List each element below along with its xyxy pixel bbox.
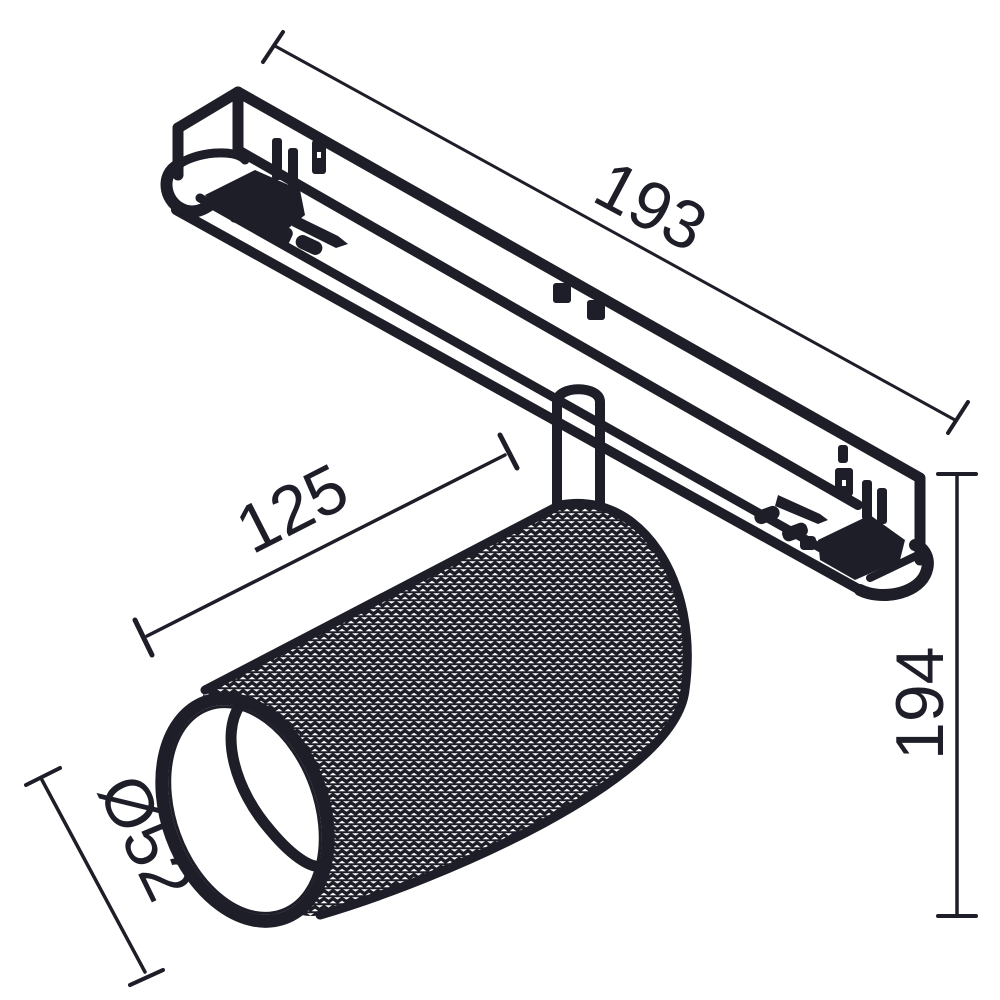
track-adapter [160, 86, 934, 601]
spotlight-body [155, 498, 692, 928]
dimension-track-length: 193 [261, 30, 970, 435]
stem [552, 384, 605, 510]
dim-label-193: 193 [583, 146, 719, 266]
dimension-total-height: 194 [882, 472, 978, 918]
dim-label-194: 194 [882, 647, 958, 760]
dim-label-125: 125 [224, 449, 360, 568]
